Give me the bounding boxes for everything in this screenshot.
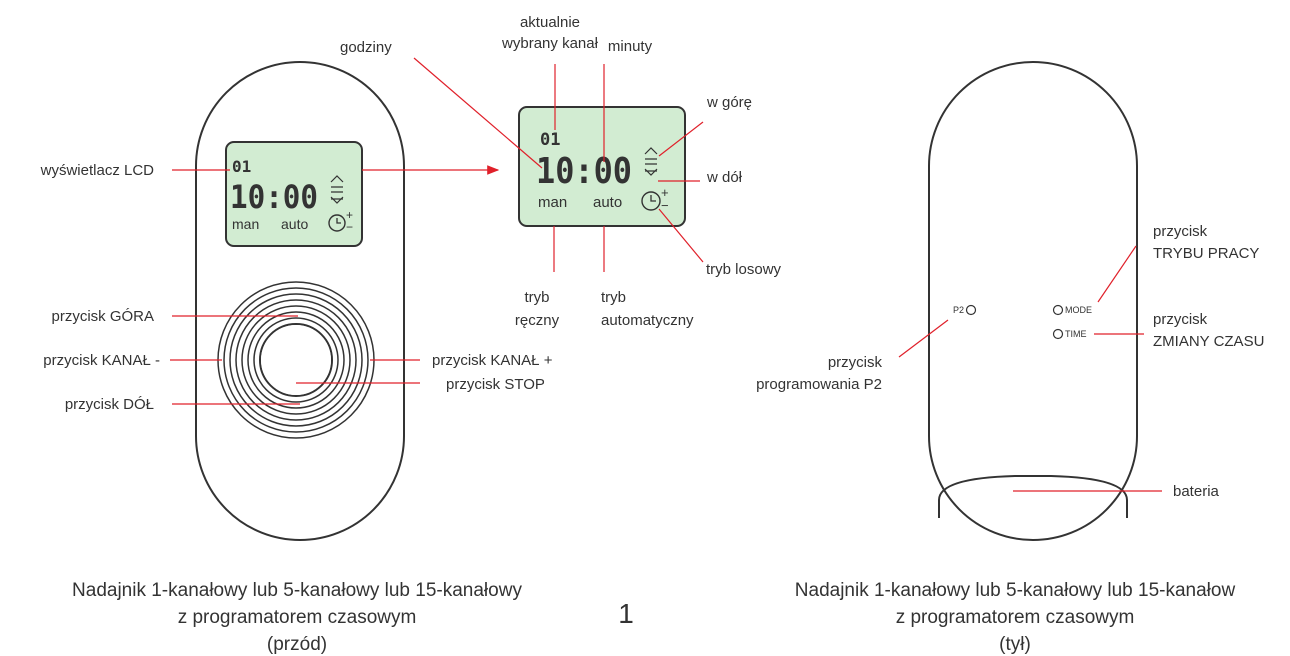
label-time-button-line1: przycisk (1153, 311, 1208, 328)
enlarged-lcd: 01 10:00 man auto + − (518, 106, 686, 227)
front-caption-line1: Nadajnik 1-kanałowy lub 5-kanałowy lub 1… (72, 580, 522, 601)
label-time-button-line2: ZMIANY CZASU (1153, 333, 1264, 350)
label-p2-button-line2: programowania P2 (756, 376, 882, 393)
back-remote-body (928, 61, 1138, 541)
label-battery: bateria (1173, 483, 1220, 500)
label-manual-mode-line2: ręczny (515, 312, 560, 329)
front-lcd-time: 10:00 (230, 178, 318, 216)
front-caption-line2: z programatorem czasowym (178, 607, 417, 628)
enlarged-lcd-clock-icon (641, 191, 661, 211)
label-auto-mode-line1: tryb (601, 289, 626, 306)
front-leader-lines (170, 165, 500, 405)
battery-cover (938, 475, 1128, 518)
front-caption-line3: (przód) (267, 634, 327, 655)
label-p2-button-line1: przycisk (828, 354, 883, 371)
label-manual-mode-line1: tryb (524, 289, 549, 306)
time-button[interactable] (1052, 328, 1064, 340)
p2-button[interactable] (965, 304, 977, 316)
label-current-channel-line2: wybrany kanał (501, 35, 599, 52)
label-random-mode: tryb losowy (706, 261, 782, 278)
back-caption-line1: Nadajnik 1-kanałowy lub 5-kanałowy lub 1… (795, 580, 1236, 601)
front-lcd-man: man (232, 216, 259, 232)
enlarged-lcd-time: 10:00 (536, 151, 632, 192)
label-button-up: przycisk GÓRA (51, 308, 154, 325)
back-leader-lines (898, 245, 1162, 492)
back-caption-line2: z programatorem czasowym (896, 607, 1135, 628)
back-caption-line3: (tył) (999, 634, 1031, 655)
label-arrow-down: w dół (706, 169, 743, 186)
front-lcd-channel: 01 (232, 157, 251, 176)
lcd-leader-lines (413, 57, 704, 272)
front-lcd-minus: − (346, 220, 353, 234)
mode-button[interactable] (1052, 304, 1064, 316)
front-lcd-clock-icon (328, 214, 346, 232)
enlarged-lcd-up-down-icon (644, 147, 658, 176)
front-lcd: 01 10:00 man auto + − (225, 141, 363, 247)
label-hours: godziny (340, 39, 392, 56)
back-p2-small-label: P2 (953, 305, 964, 315)
label-current-channel-line1: aktualnie (520, 14, 580, 31)
front-lcd-screen (225, 141, 363, 247)
enlarged-lcd-man: man (538, 194, 567, 211)
enlarged-lcd-minus: − (661, 198, 669, 213)
front-stop-button[interactable] (261, 325, 331, 395)
label-arrow-up: w górę (706, 94, 752, 111)
label-button-channel-minus: przycisk KANAŁ - (43, 352, 160, 369)
label-mode-button-line1: przycisk (1153, 223, 1208, 240)
label-mode-button-line2: TRYBU PRACY (1153, 245, 1259, 262)
label-button-channel-plus: przycisk KANAŁ + (432, 352, 553, 369)
enlarged-lcd-auto: auto (593, 194, 622, 211)
back-remote: P2 MODE TIME (928, 61, 1138, 541)
label-lcd-display: wyświetlacz LCD (40, 162, 155, 179)
label-minutes: minuty (608, 38, 653, 55)
enlarged-lcd-plus: + (661, 185, 669, 200)
back-time-small-label: TIME (1065, 329, 1087, 339)
label-auto-mode-line2: automatyczny (601, 312, 694, 329)
front-lcd-auto: auto (281, 216, 308, 232)
front-lcd-plus: + (346, 208, 353, 222)
enlarged-lcd-channel: 01 (540, 130, 560, 150)
label-button-down: przycisk DÓŁ (65, 396, 154, 413)
front-lcd-up-down-icon (330, 175, 344, 204)
page-number: 1 (618, 598, 634, 629)
back-mode-small-label: MODE (1065, 305, 1092, 315)
front-remote: 01 10:00 man auto + − (195, 61, 405, 541)
label-button-stop: przycisk STOP (446, 376, 545, 393)
